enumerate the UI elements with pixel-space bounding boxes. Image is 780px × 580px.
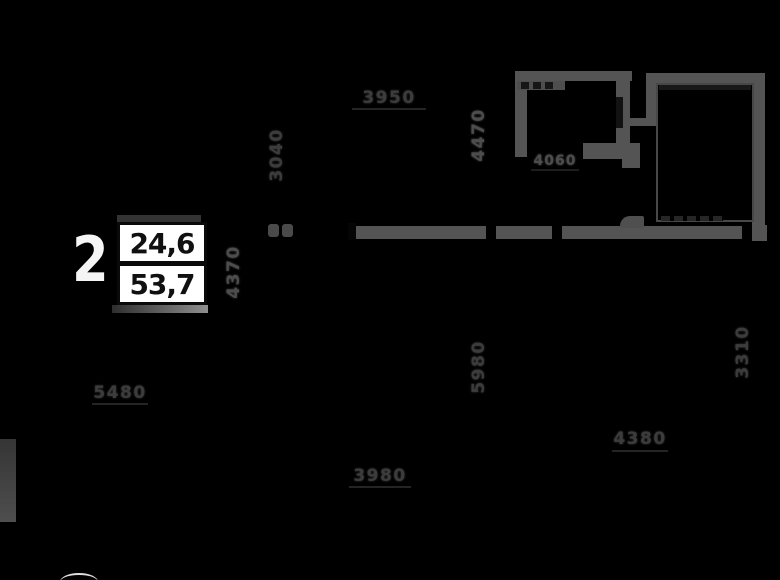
unit-number-label: 2 [72, 223, 109, 296]
dimension-label-lower-left-width: 5480 [93, 383, 147, 403]
window-sill [517, 81, 565, 90]
wall-right-room-right [752, 73, 765, 241]
wall-long-segment-1 [356, 226, 486, 239]
area-box-divider [120, 261, 204, 266]
dimension-line [352, 108, 426, 110]
wall-left-room-left [515, 71, 527, 157]
wall-inset [616, 97, 623, 128]
dimension-label-box-side-height: 4370 [224, 245, 244, 299]
dimension-line [92, 403, 148, 405]
wall-mark [282, 224, 293, 237]
wall-right-room-top [646, 73, 765, 83]
wall-long-segment-4 [752, 225, 767, 241]
dimension-label-mid-height: 4470 [469, 108, 489, 162]
door-corner [620, 216, 644, 228]
area-box-bottom-bar [112, 305, 208, 313]
wall-mark [268, 224, 279, 237]
right-room-inner-outline [656, 83, 754, 222]
dimension-line [531, 169, 579, 171]
dimension-label-right-edge-height: 3310 [733, 325, 753, 379]
area-box-top-bar [117, 215, 201, 222]
dimension-label-upper-left-height: 3040 [267, 128, 287, 182]
wall-long-segment-3 [562, 226, 742, 239]
window-pane-icon [545, 82, 553, 89]
area-info-box: 24,6 53,7 [117, 222, 207, 305]
wall-left-edge [0, 439, 16, 522]
living-area-value: 24,6 [129, 227, 195, 260]
dimension-line [349, 486, 411, 488]
wall-long-segment-2 [496, 226, 552, 239]
wall-connector-stub [630, 118, 652, 126]
window-pane-icon [533, 82, 541, 89]
total-area-value: 53,7 [129, 268, 195, 301]
dimension-label-top-width: 3950 [362, 88, 416, 108]
wall-mid-tab [622, 159, 640, 168]
dimension-label-bottom-width: 3980 [353, 466, 407, 486]
wall-left-room-top [515, 71, 632, 81]
dimension-label-room-width: 4060 [533, 153, 577, 169]
wall-mid-horizontal [583, 143, 640, 159]
door-swing-arc [60, 573, 98, 580]
inner-top-band [659, 85, 751, 90]
wall-right-room-left [646, 73, 659, 126]
dimension-label-lower-right-width: 4380 [613, 429, 667, 449]
window-dashes [661, 216, 723, 221]
dimension-line [612, 450, 668, 452]
dimension-tick [348, 223, 356, 240]
dimension-label-center-height: 5980 [469, 340, 489, 394]
window-pane-icon [521, 82, 529, 89]
